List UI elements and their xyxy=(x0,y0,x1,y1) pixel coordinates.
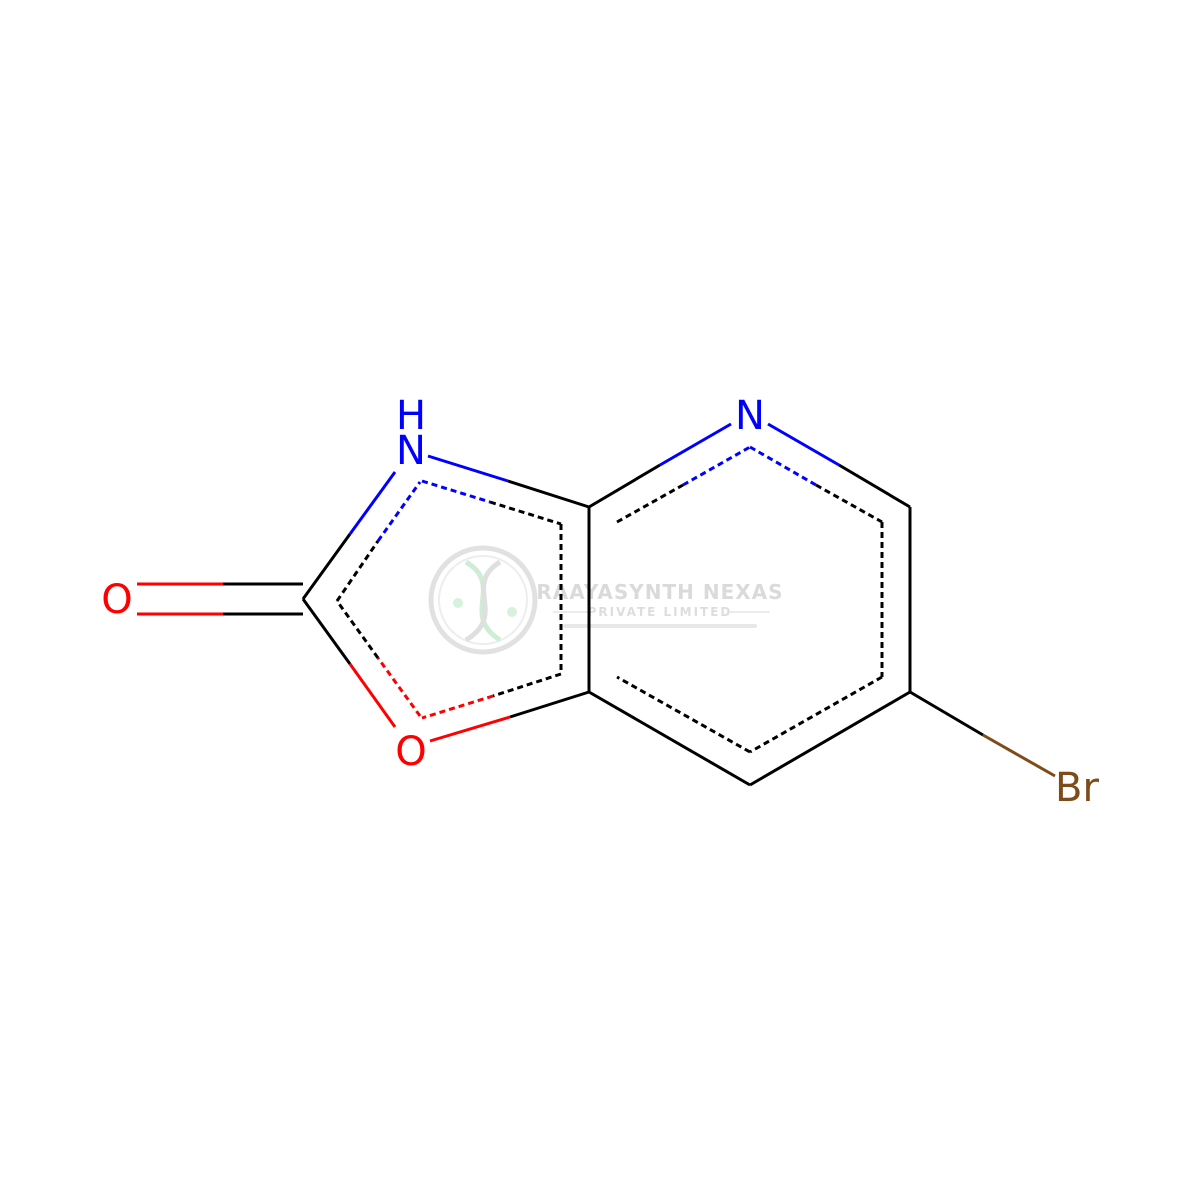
atom-labels: O H N O N Br xyxy=(101,393,1099,811)
atom-ring-oxygen: O xyxy=(395,729,426,775)
watermark: RAAYASYNTH NEXAS PRIVATE LIMITED xyxy=(428,545,783,655)
bond-n3-c3a xyxy=(421,454,590,526)
atom-nh-hydrogen: H xyxy=(396,393,426,439)
bond-c5-c6 xyxy=(880,507,912,692)
watermark-company-type: PRIVATE LIMITED xyxy=(588,605,733,619)
atom-carbonyl-oxygen: O xyxy=(101,577,132,623)
bond-carbonyl-double xyxy=(137,582,303,616)
bond-n4-c5 xyxy=(749,422,911,524)
bond-c3a-n4 xyxy=(588,422,751,524)
bond-c3a-c7a xyxy=(559,507,591,692)
bond-c7a-o1 xyxy=(421,672,590,743)
watermark-company-name: RAAYASYNTH NEXAS xyxy=(536,580,783,604)
bond-c6-c7 xyxy=(749,675,911,787)
atom-bromine: Br xyxy=(1055,765,1099,811)
bond-c2-n3 xyxy=(301,471,422,602)
watermark-logo-icon xyxy=(428,545,538,655)
bonds xyxy=(137,422,1056,787)
atom-nh-nitrogen: N xyxy=(396,428,426,474)
atom-pyridine-nitrogen: N xyxy=(735,393,765,439)
bond-c7-c7a xyxy=(588,675,751,787)
bond-o1-c2 xyxy=(301,598,422,728)
bond-c6-br xyxy=(909,690,1056,778)
